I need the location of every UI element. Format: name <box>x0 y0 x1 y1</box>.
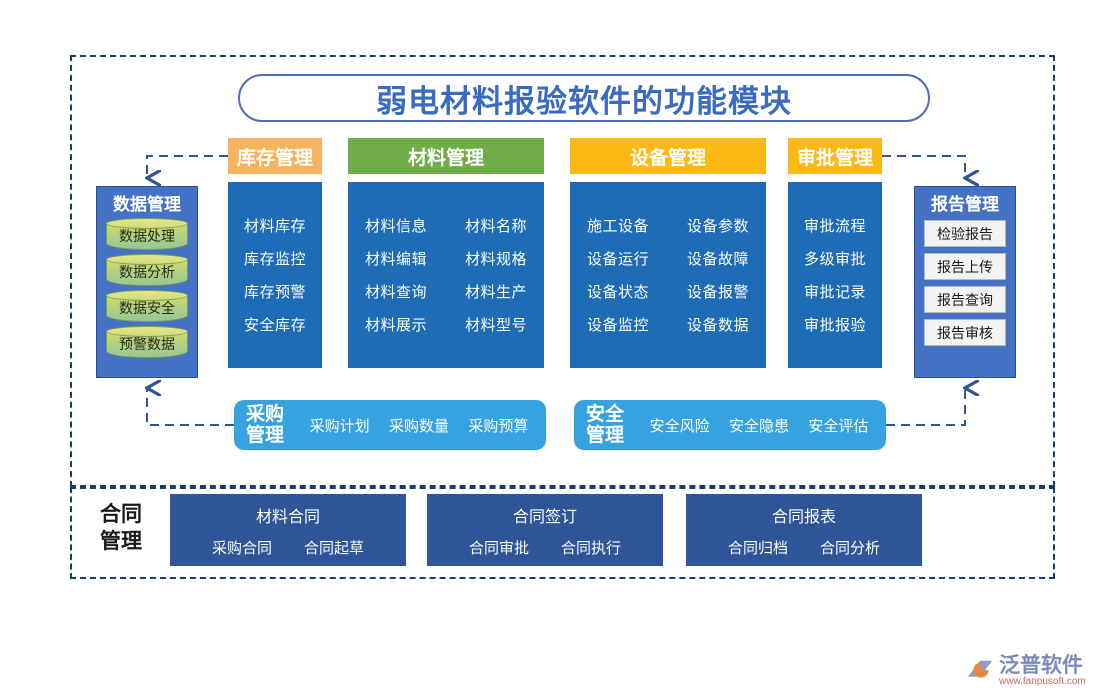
safety-management-bar: 安全 管理 安全风险 安全隐患 安全评估 <box>574 400 886 450</box>
panel-item[interactable]: 材料编辑 <box>364 250 427 268</box>
panel-item[interactable]: 材料信息 <box>364 217 427 235</box>
contract-item[interactable]: 合同审批 <box>468 539 529 557</box>
panel-item[interactable]: 设备监控 <box>586 316 649 334</box>
panel-item[interactable]: 审批流程 <box>803 217 866 235</box>
purchase-item[interactable]: 采购计划 <box>309 417 370 435</box>
panel-approval: 审批流程 多级审批 审批记录 审批报验 <box>788 182 882 368</box>
category-header-equipment[interactable]: 设备管理 <box>570 138 766 174</box>
database-cylinder-icon[interactable]: 数据安全 <box>106 290 188 322</box>
panel-item[interactable]: 审批报验 <box>803 316 866 334</box>
contract-box-title: 合同报表 <box>771 508 836 526</box>
panel-item[interactable]: 材料展示 <box>364 316 427 334</box>
data-management-title: 数据管理 <box>113 195 181 215</box>
panel-inventory: 材料库存 库存监控 库存预警 安全库存 <box>228 182 322 368</box>
panel-item[interactable]: 施工设备 <box>586 217 649 235</box>
safety-item[interactable]: 安全评估 <box>808 417 869 435</box>
database-label: 数据处理 <box>119 229 175 245</box>
main-modules-frame <box>70 55 1055 487</box>
brand-logo: 泛普软件 www.fanpusoft.com <box>965 648 1095 694</box>
panel-item[interactable]: 设备数据 <box>686 316 749 334</box>
category-header-material[interactable]: 材料管理 <box>348 138 544 174</box>
contract-box: 合同签订 合同审批 合同执行 <box>427 494 663 566</box>
report-item[interactable]: 报告上传 <box>924 253 1006 280</box>
contract-item[interactable]: 合同归档 <box>727 539 788 557</box>
purchase-item[interactable]: 采购预算 <box>468 417 529 435</box>
database-label: 数据分析 <box>119 265 175 281</box>
category-header-inventory[interactable]: 库存管理 <box>228 138 322 174</box>
panel-equipment: 施工设备 设备参数 设备运行 设备故障 设备状态 设备报警 设备监控 设备数据 <box>570 182 766 368</box>
panel-item[interactable]: 设备状态 <box>586 283 649 301</box>
database-label: 预警数据 <box>119 337 175 353</box>
contract-item[interactable]: 合同起草 <box>304 539 365 557</box>
safety-title-line1: 安全 <box>586 403 625 425</box>
panel-item[interactable]: 材料规格 <box>464 250 527 268</box>
purchase-management-title: 采购 管理 <box>246 404 292 446</box>
page-title: 弱电材料报验软件的功能模块 <box>376 83 792 120</box>
fanpu-logo-icon <box>967 660 993 678</box>
panel-item[interactable]: 安全库存 <box>243 316 306 334</box>
panel-item[interactable]: 审批记录 <box>803 283 866 301</box>
panel-item[interactable]: 设备参数 <box>686 217 749 235</box>
report-management-column: 报告管理 检验报告 报告上传 报告查询 报告审核 <box>914 186 1016 378</box>
purchase-title-line1: 采购 <box>246 403 285 425</box>
contract-item[interactable]: 合同执行 <box>561 539 622 557</box>
panel-item[interactable]: 材料查询 <box>364 283 427 301</box>
panel-item[interactable]: 多级审批 <box>803 250 866 268</box>
database-label: 数据安全 <box>119 301 175 317</box>
contract-title-line1: 合同 <box>100 501 142 526</box>
contract-box: 材料合同 采购合同 合同起草 <box>170 494 406 566</box>
data-management-column: 数据管理 数据处理 数据分析 数据安全 预警数据 <box>96 186 198 378</box>
panel-item[interactable]: 库存预警 <box>243 283 306 301</box>
purchase-title-line2: 管理 <box>246 424 285 446</box>
panel-item[interactable]: 材料型号 <box>464 316 527 334</box>
panel-item[interactable]: 材料名称 <box>464 217 527 235</box>
panel-item[interactable]: 设备故障 <box>686 250 749 268</box>
report-item[interactable]: 报告查询 <box>924 286 1006 313</box>
database-cylinder-icon[interactable]: 预警数据 <box>106 326 188 358</box>
logo-name: 泛普软件 <box>999 652 1083 677</box>
contract-box-title: 合同签订 <box>512 508 577 526</box>
database-cylinder-icon[interactable]: 数据处理 <box>106 218 188 250</box>
panel-item[interactable]: 材料库存 <box>243 217 306 235</box>
contract-frame <box>70 487 1055 579</box>
safety-item[interactable]: 安全风险 <box>649 417 710 435</box>
panel-item[interactable]: 设备运行 <box>586 250 649 268</box>
safety-item[interactable]: 安全隐患 <box>728 417 789 435</box>
database-cylinder-icon[interactable]: 数据分析 <box>106 254 188 286</box>
panel-item[interactable]: 库存监控 <box>243 250 306 268</box>
logo-url: www.fanpusoft.com <box>999 676 1086 687</box>
panel-item[interactable]: 材料生产 <box>464 283 527 301</box>
report-item[interactable]: 报告审核 <box>924 319 1006 346</box>
purchase-management-bar: 采购 管理 采购计划 采购数量 采购预算 <box>234 400 546 450</box>
category-header-approval[interactable]: 审批管理 <box>788 138 882 174</box>
contract-box: 合同报表 合同归档 合同分析 <box>686 494 922 566</box>
contract-title-line2: 管理 <box>100 528 142 553</box>
panel-item[interactable]: 设备报警 <box>686 283 749 301</box>
safety-title-line2: 管理 <box>586 424 625 446</box>
contract-box-title: 材料合同 <box>255 508 320 526</box>
report-management-title: 报告管理 <box>931 195 999 215</box>
purchase-item[interactable]: 采购数量 <box>388 417 449 435</box>
report-item[interactable]: 检验报告 <box>924 220 1006 247</box>
contract-item[interactable]: 采购合同 <box>211 539 272 557</box>
diagram-title-box: 弱电材料报验软件的功能模块 <box>238 74 930 122</box>
safety-management-title: 安全 管理 <box>586 404 632 446</box>
contract-item[interactable]: 合同分析 <box>820 539 881 557</box>
panel-material: 材料信息 材料名称 材料编辑 材料规格 材料查询 材料生产 材料展示 材料型号 <box>348 182 544 368</box>
contract-management-title: 合同 管理 <box>82 500 160 554</box>
